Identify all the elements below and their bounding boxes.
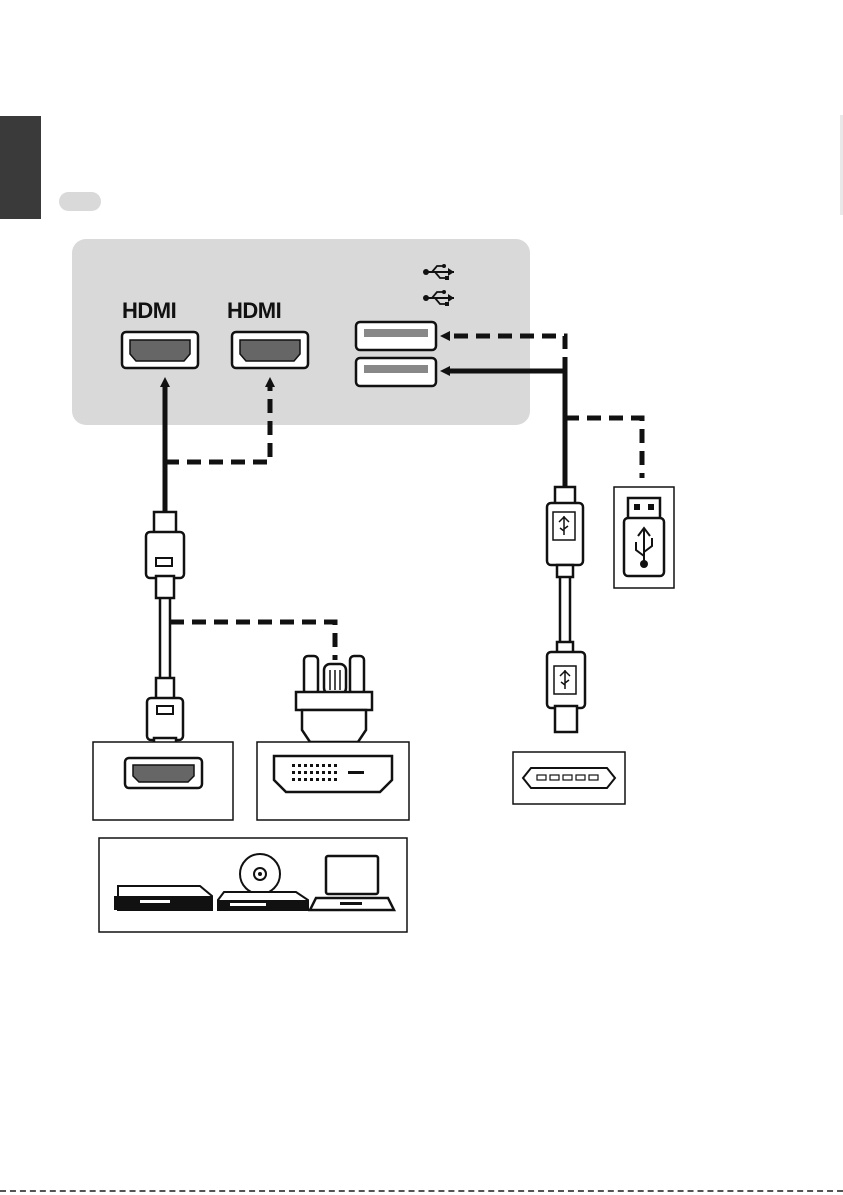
dvi-input-box	[257, 742, 409, 820]
hdmi-1-label: HDMI	[122, 298, 176, 323]
usb-port-2[interactable]	[356, 358, 436, 386]
usb-plug-upper	[547, 487, 583, 577]
usb-host-port-icon	[513, 752, 625, 804]
dvd-player-icon	[114, 886, 212, 910]
usb-port-1[interactable]	[356, 322, 436, 350]
hdmi-2-port[interactable]	[232, 332, 308, 368]
hdmi-cable-body	[160, 598, 170, 678]
usb-flash-drive-icon	[614, 487, 674, 588]
dvi-cable-dashed	[170, 622, 335, 660]
page-scan-line	[0, 1190, 843, 1192]
hdmi-plug-upper	[146, 512, 184, 598]
hdmi-2-label: HDMI	[227, 298, 281, 323]
hdmi-plug-lower	[147, 678, 183, 752]
usb-cable-body	[560, 577, 570, 642]
usb-drive-cable-dashed	[565, 418, 642, 478]
dvi-plug	[296, 656, 372, 742]
hdmi-1-port[interactable]	[122, 332, 198, 368]
hdmi-input-box	[93, 742, 233, 820]
usb-plug-lower	[547, 642, 585, 732]
